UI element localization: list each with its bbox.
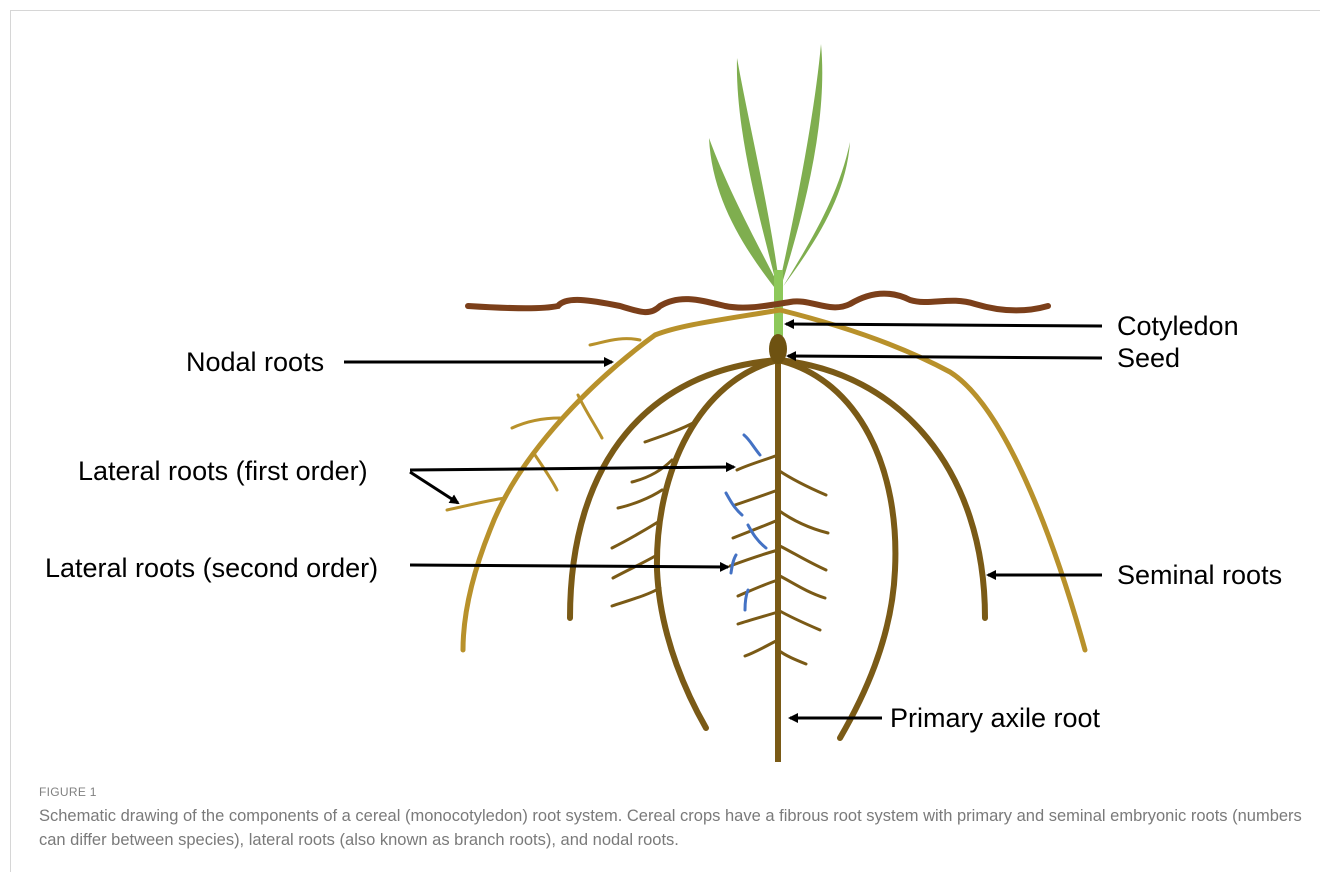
seminal-root-inner-right bbox=[778, 360, 895, 738]
label-nodal-roots: Nodal roots bbox=[186, 347, 324, 377]
label-lateral-second-order: Lateral roots (second order) bbox=[45, 553, 378, 583]
arrow-lateral-first-to-nodal bbox=[410, 472, 458, 503]
soil-surface-line bbox=[468, 294, 1048, 312]
leaf-left bbox=[709, 138, 780, 292]
leaf-center-right bbox=[778, 44, 822, 290]
arrow-lateral-second bbox=[410, 565, 728, 567]
nodal-lateral-roots bbox=[447, 339, 640, 510]
arrow-cotyledon bbox=[786, 324, 1102, 326]
seminal-root-outer-left bbox=[570, 360, 778, 618]
arrows bbox=[344, 324, 1102, 718]
arrow-lateral-first-to-seminal bbox=[410, 467, 734, 470]
leaf-right bbox=[779, 142, 850, 292]
figure-number: FIGURE 1 bbox=[39, 785, 97, 799]
arrow-seed bbox=[788, 356, 1102, 358]
label-primary-axile-root: Primary axile root bbox=[890, 703, 1101, 733]
label-seminal-roots: Seminal roots bbox=[1117, 560, 1282, 590]
label-lateral-first-order: Lateral roots (first order) bbox=[78, 456, 368, 486]
figure-caption: Schematic drawing of the components of a… bbox=[39, 804, 1304, 852]
root-system-diagram: Cotyledon Seed Nodal roots Lateral roots… bbox=[0, 0, 1320, 780]
seed bbox=[769, 334, 787, 364]
leaves bbox=[709, 44, 850, 292]
label-cotyledon: Cotyledon bbox=[1117, 311, 1239, 341]
seminal-root-outer-right bbox=[778, 360, 985, 618]
label-seed: Seed bbox=[1117, 343, 1180, 373]
